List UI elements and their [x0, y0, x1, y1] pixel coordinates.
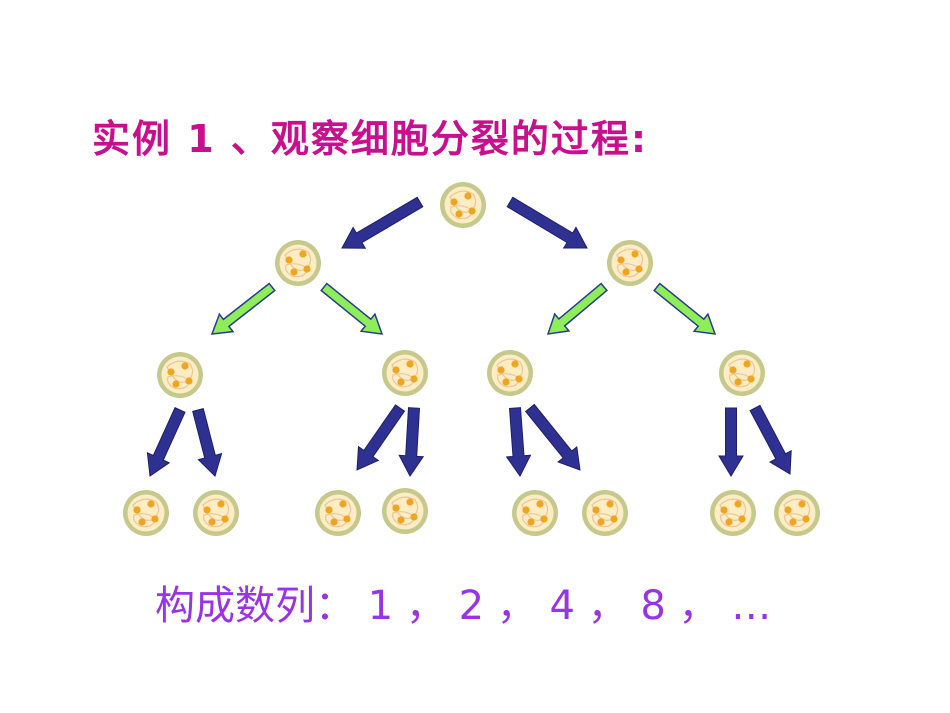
arrow-icon [653, 282, 717, 335]
dividing-cell-icon [314, 489, 362, 537]
arrow-icon [506, 196, 588, 249]
dividing-cell-icon [381, 487, 429, 535]
dividing-cell-icon [156, 351, 204, 399]
arrow-icon [524, 403, 581, 471]
sequence-caption: 构成数列： 1 ， 2 ， 4 ， 8 ， … [155, 583, 772, 629]
arrow-icon [192, 407, 223, 477]
dividing-cell-icon [274, 239, 322, 287]
dividing-cell-icon [381, 349, 429, 397]
arrow-icon [341, 196, 424, 249]
dividing-cell-icon [192, 489, 240, 537]
dividing-cell-icon [773, 489, 821, 537]
arrow-icon [398, 407, 425, 477]
dividing-cell-icon [581, 489, 629, 537]
arrow-icon [320, 282, 384, 335]
dividing-cell-icon [486, 349, 534, 397]
dividing-cell-icon [606, 239, 654, 287]
arrows-layer [146, 196, 792, 477]
dividing-cell-icon [439, 181, 487, 229]
slide-title: 实例 1 、观察细胞分裂的过程: [92, 117, 649, 161]
arrow-icon [546, 282, 608, 335]
cells-layer [122, 181, 821, 537]
arrow-icon [718, 407, 744, 477]
dividing-cell-icon [511, 489, 559, 537]
arrow-icon [505, 407, 532, 477]
dividing-cell-icon [718, 349, 766, 397]
arrow-icon [146, 407, 186, 477]
arrow-icon [749, 404, 792, 475]
arrow-icon [356, 404, 406, 471]
dividing-cell-icon [709, 489, 757, 537]
arrow-icon [210, 282, 276, 335]
dividing-cell-icon [122, 489, 170, 537]
